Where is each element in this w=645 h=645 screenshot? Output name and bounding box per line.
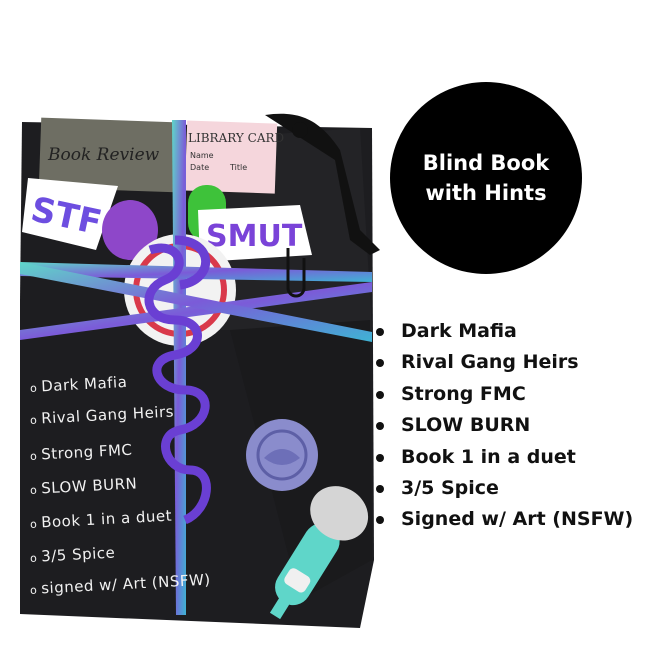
- book-review-label: Book Review: [47, 145, 160, 165]
- library-card-col-1: Name: [190, 151, 214, 160]
- hint-item: Rival Gang Heirs: [372, 347, 633, 378]
- library-card-col-3: Title: [229, 163, 247, 172]
- hint-item: 3/5 Spice: [372, 473, 633, 504]
- library-card-col-2: Date: [190, 163, 209, 172]
- library-card-title: LIBRARY CARD: [188, 131, 284, 145]
- paperclip-icon: [286, 248, 306, 298]
- sticker-eggplant: [102, 200, 158, 260]
- hint-item: Strong FMC: [372, 379, 633, 410]
- hint-item: Dark Mafia: [372, 316, 633, 347]
- badge-line-1: Blind Book: [422, 151, 550, 175]
- hint-item: Book 1 in a duet: [372, 442, 633, 473]
- sticker-stf: [22, 178, 118, 250]
- library-card: [184, 120, 278, 194]
- badge-line-2: with Hints: [425, 181, 547, 205]
- title-badge: Blind Book with Hints: [390, 82, 582, 274]
- ribbon-diagonal-1: [20, 282, 372, 340]
- hints-list: Dark Mafia Rival Gang Heirs Strong FMC S…: [372, 316, 633, 536]
- hint-item: SLOW BURN: [372, 410, 633, 441]
- ribbon-diagonal-2: [20, 262, 372, 342]
- curly-ribbon: [144, 235, 211, 525]
- tassel-icon: [265, 113, 380, 255]
- teal-wand: [269, 486, 369, 620]
- ribbon-horizontal: [20, 262, 372, 282]
- sticker-smut: [198, 205, 312, 262]
- hint-item: Signed w/ Art (NSFW): [372, 504, 633, 535]
- blind-book-photo: Book Review LIBRARY CARD Name Date Title…: [20, 113, 380, 628]
- book-review-card: [38, 117, 182, 193]
